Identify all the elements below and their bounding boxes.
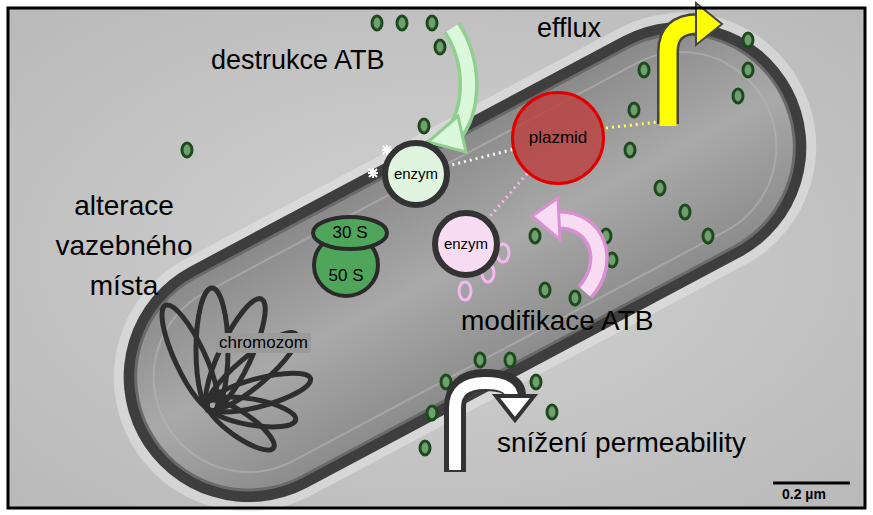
mechanism-label: destrukce ATB <box>211 45 385 76</box>
scale-label: 0.2 µm <box>782 486 826 502</box>
mechanism-label: alterace vazebného místa <box>28 186 220 306</box>
node-text: plazmid <box>529 129 588 148</box>
dotted-connector <box>488 173 527 218</box>
scale-bar <box>773 482 850 485</box>
permeability-arrow <box>455 380 534 472</box>
part-label: chromozom <box>216 333 311 353</box>
node-text: 50 S <box>329 267 364 286</box>
mechanism-label: modifikace ATB <box>461 305 653 337</box>
mechanism-label: efflux <box>537 13 601 44</box>
efflux-arrow <box>606 3 722 128</box>
plasmid-circle: plazmid <box>511 91 605 185</box>
node-text: 30 S <box>333 224 368 243</box>
chromosome-symbol <box>152 288 314 458</box>
image-frame <box>8 8 865 508</box>
node-text: enzym <box>444 236 488 253</box>
destruction-arrow <box>428 28 469 152</box>
dotted-connector <box>449 150 512 166</box>
node-text: enzym <box>394 166 438 183</box>
enzyme-circle: enzym <box>382 140 450 208</box>
enzyme-circle: enzym <box>432 210 500 278</box>
modification-arrow <box>532 198 599 292</box>
mechanism-label: snížení permeability <box>497 427 746 459</box>
ribosome-subunit: 30 S <box>311 215 389 251</box>
